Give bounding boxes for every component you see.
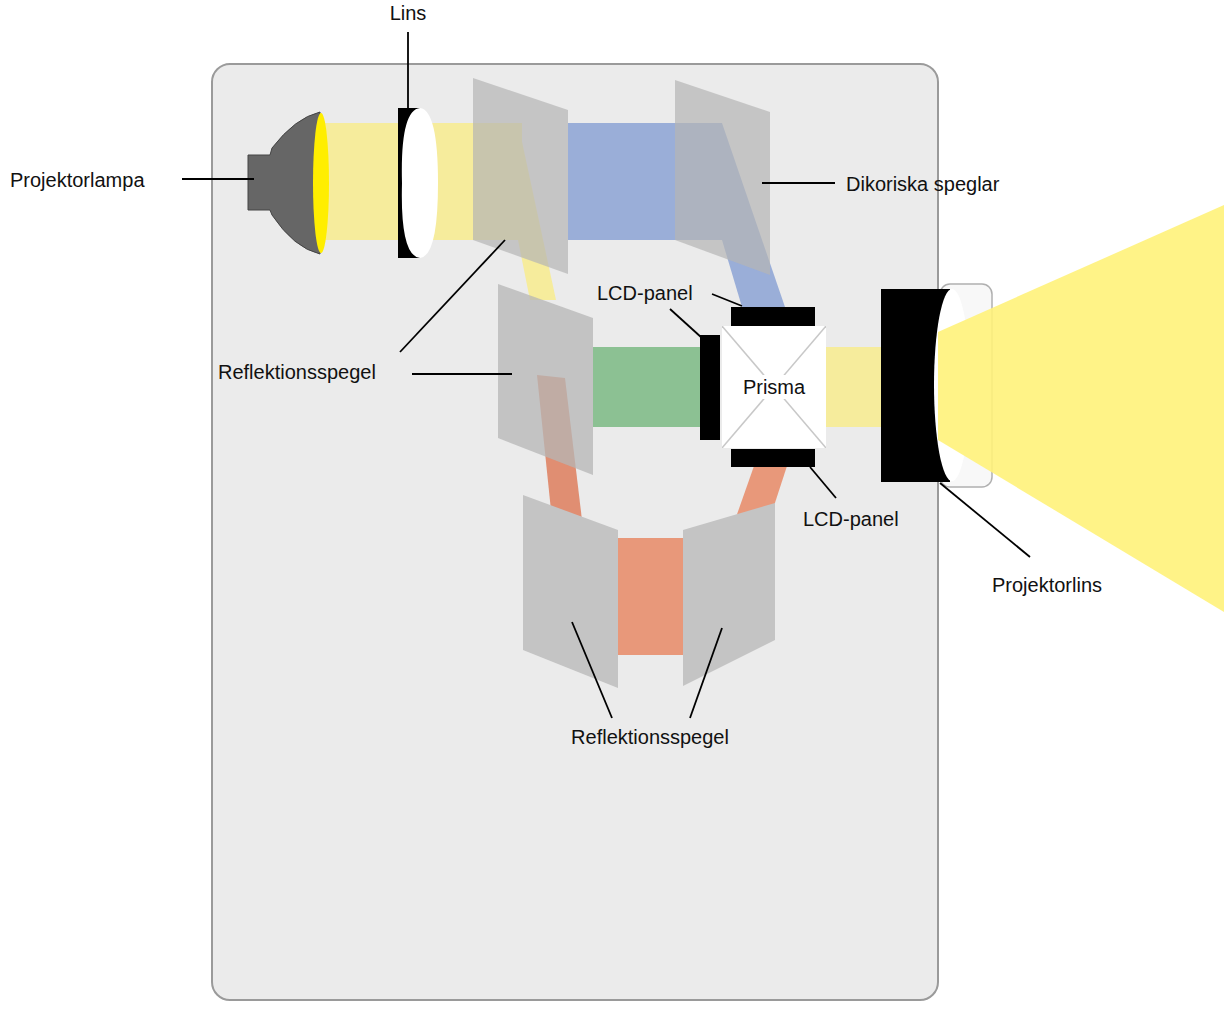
part-label: Projektorlampa bbox=[10, 168, 145, 192]
node-label: Prisma bbox=[741, 375, 807, 399]
output-beam bbox=[826, 347, 882, 427]
prism-body bbox=[722, 326, 826, 448]
lcd-panel bbox=[731, 307, 815, 326]
prism-diagonal bbox=[722, 326, 826, 448]
part-label: Dikoriska speglar bbox=[846, 172, 999, 196]
leader-line bbox=[407, 32, 409, 108]
leader-line bbox=[940, 483, 1030, 557]
part-label: Lins bbox=[390, 1, 427, 25]
reflection-mirror bbox=[683, 503, 775, 686]
part-label: Reflektionsspegel bbox=[571, 725, 729, 749]
leader-line bbox=[182, 178, 254, 180]
part-label: LCD-panel bbox=[597, 281, 693, 305]
dichroic-mirror bbox=[473, 78, 568, 274]
lcd-panel bbox=[731, 449, 815, 467]
prism: Prisma bbox=[722, 326, 826, 448]
part-label: Projektorlins bbox=[992, 573, 1102, 597]
leader-line bbox=[810, 467, 836, 498]
leader-line bbox=[400, 240, 505, 352]
leader-line bbox=[412, 373, 512, 375]
red-beam bbox=[618, 538, 684, 655]
projector-lamp bbox=[248, 112, 320, 254]
prism-diagonal bbox=[722, 326, 826, 448]
leader-line bbox=[670, 309, 702, 338]
part-label: LCD-panel bbox=[803, 507, 899, 531]
projector-housing bbox=[212, 64, 938, 1000]
projected-light bbox=[938, 205, 1224, 612]
lamp-bulb bbox=[313, 113, 329, 253]
lens-glass bbox=[402, 108, 438, 258]
leader-line bbox=[690, 628, 722, 718]
reflection-mirror bbox=[498, 284, 593, 475]
green-beam bbox=[593, 347, 701, 427]
leader-line bbox=[712, 294, 742, 306]
dichroic-mirror bbox=[675, 80, 770, 275]
leader-line bbox=[572, 622, 612, 718]
reflection-mirror bbox=[523, 495, 618, 688]
lcd-panel bbox=[700, 335, 720, 440]
part-label: Reflektionsspegel bbox=[218, 360, 376, 384]
leader-line bbox=[762, 182, 835, 184]
